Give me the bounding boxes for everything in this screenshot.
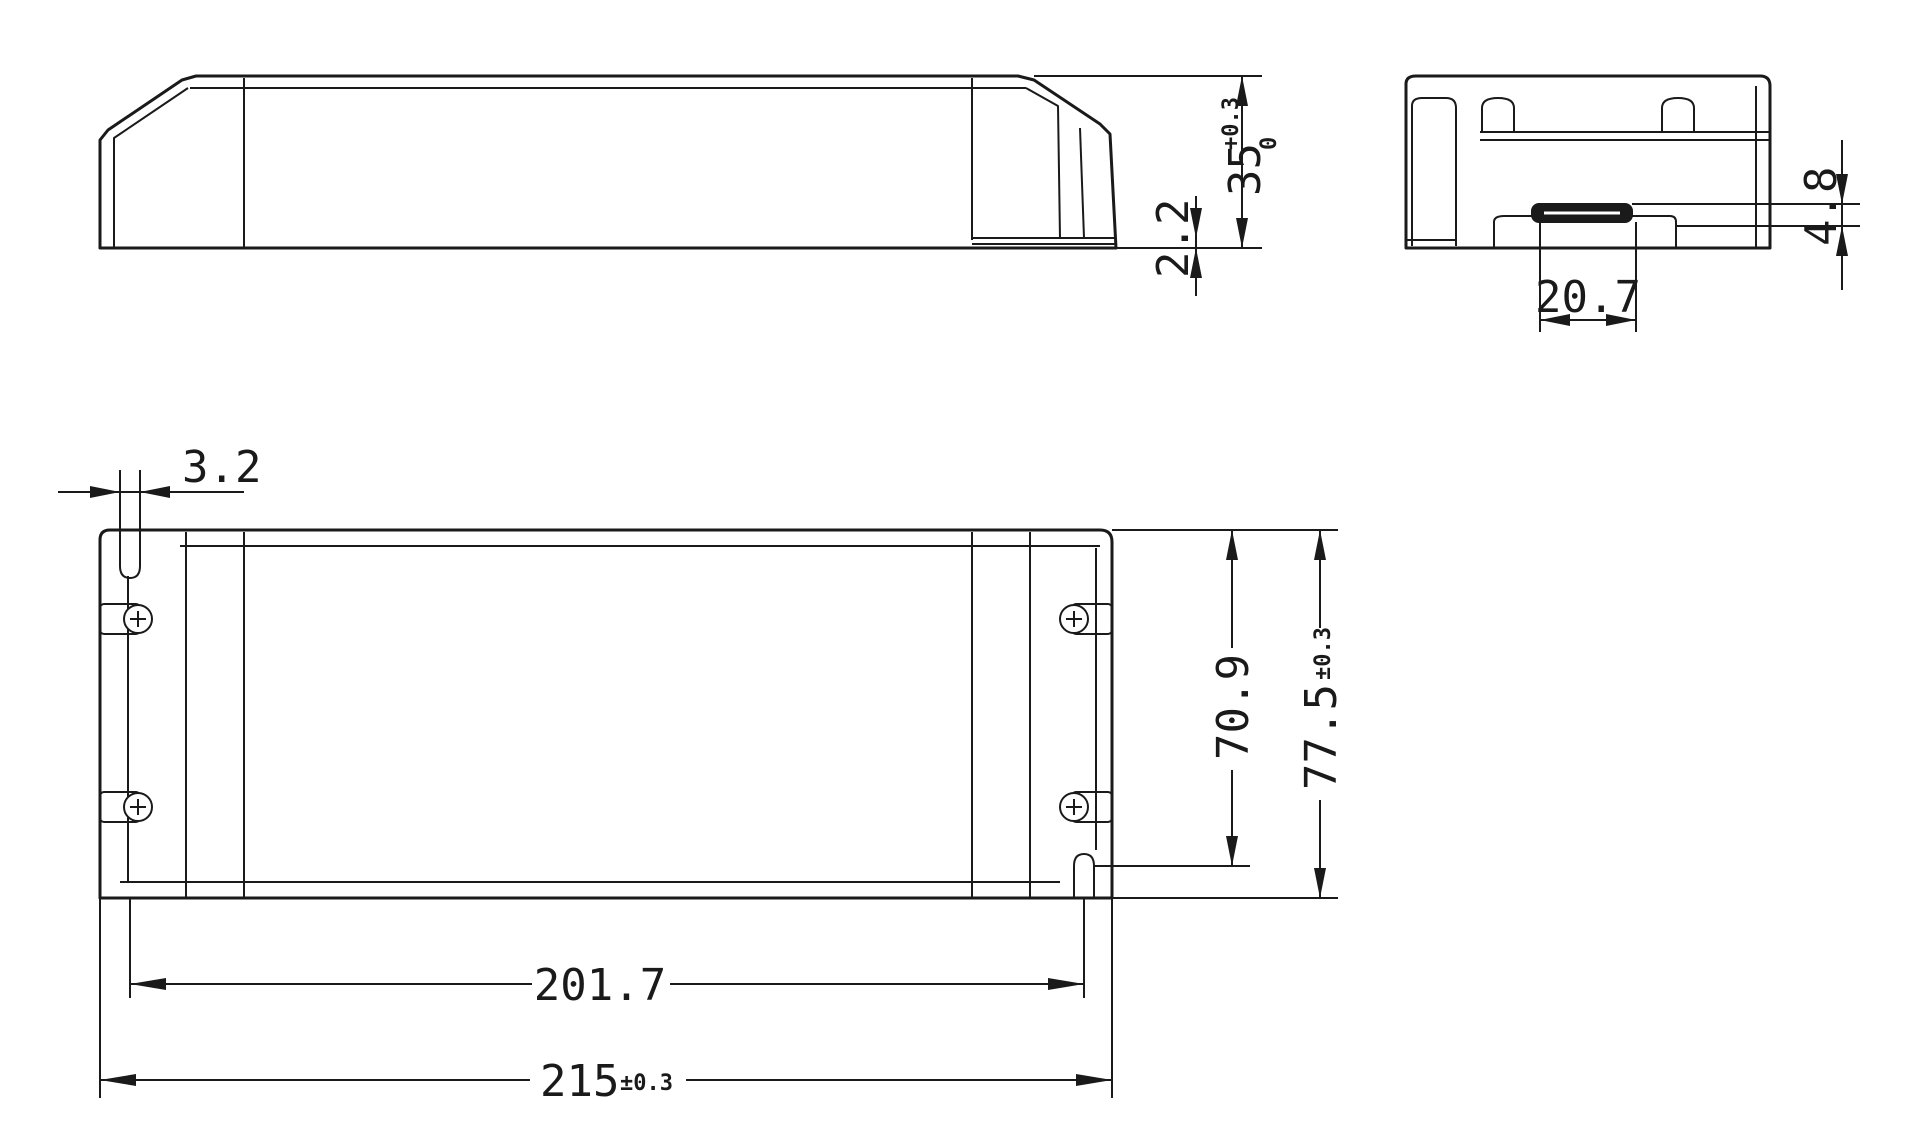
flange-arrow-bottom	[1190, 248, 1202, 278]
slot-bottom-right	[1073, 853, 1095, 898]
outer-width-arrow-top	[1314, 530, 1326, 560]
end-view-boss-left	[1481, 97, 1515, 132]
length-arrow-right	[1076, 1074, 1112, 1086]
terminal-height-arrow-bottom	[1836, 226, 1848, 256]
side-view-left-bevel-inner	[113, 87, 189, 248]
height-arrow-top	[1236, 76, 1248, 106]
end-view-boss-right	[1661, 97, 1695, 132]
flange-value: 2.2	[1148, 199, 1199, 278]
outer-width-arrow-bottom	[1314, 868, 1326, 898]
side-view-right-bevel-inner	[1025, 87, 1061, 239]
inner-width-arrow-top	[1226, 530, 1238, 560]
length-tolerance: ±0.3	[620, 1071, 673, 1096]
height-tolerance-upper: +0.3	[1219, 97, 1244, 150]
terminal-width-value: 20.7	[1535, 272, 1641, 323]
outer-width-value: 77.5	[1296, 684, 1347, 790]
hole-spacing-arrow-right	[1048, 978, 1084, 990]
screw-left-lower	[99, 791, 153, 823]
terminal-height-value: 4.8	[1796, 167, 1847, 246]
terminal-width-arrow-right	[1606, 314, 1636, 326]
slot-top-left	[119, 530, 141, 579]
side-view-right-bevel-line	[1079, 127, 1085, 239]
top-view: 3.2 70.9 77.5 ±0.3 201.7 215 ±0.	[58, 442, 1347, 1107]
end-view-outline	[1404, 74, 1772, 250]
inner-width-value: 70.9	[1208, 654, 1259, 760]
length-arrow-left	[100, 1074, 136, 1086]
slot-width-arrow-right	[140, 486, 170, 498]
screw-left-upper	[99, 603, 153, 635]
screw-right-lower	[1059, 791, 1113, 823]
end-view-flange-block	[1411, 97, 1457, 246]
terminal-width-arrow-left	[1540, 314, 1570, 326]
side-view: 35 +0.3 0 2.2	[98, 74, 1282, 296]
slot-width-arrow-left	[90, 486, 120, 498]
screw-right-upper	[1059, 603, 1113, 635]
top-view-outline	[98, 528, 1114, 900]
flange-arrow-top	[1190, 208, 1202, 238]
outer-width-tolerance: ±0.3	[1311, 627, 1336, 680]
hole-spacing-value: 201.7	[534, 960, 666, 1011]
terminal-height-arrow-top	[1836, 174, 1848, 204]
length-value: 215	[540, 1056, 619, 1107]
height-arrow-bottom	[1236, 218, 1248, 248]
inner-width-arrow-bottom	[1226, 836, 1238, 866]
side-view-outline	[98, 74, 1118, 250]
hole-spacing-arrow-left	[130, 978, 166, 990]
height-tolerance-lower: 0	[1257, 137, 1282, 150]
end-view: 4.8 20.7	[1404, 74, 1860, 332]
height-value: 35	[1220, 143, 1271, 196]
slot-width-value: 3.2	[182, 442, 261, 493]
